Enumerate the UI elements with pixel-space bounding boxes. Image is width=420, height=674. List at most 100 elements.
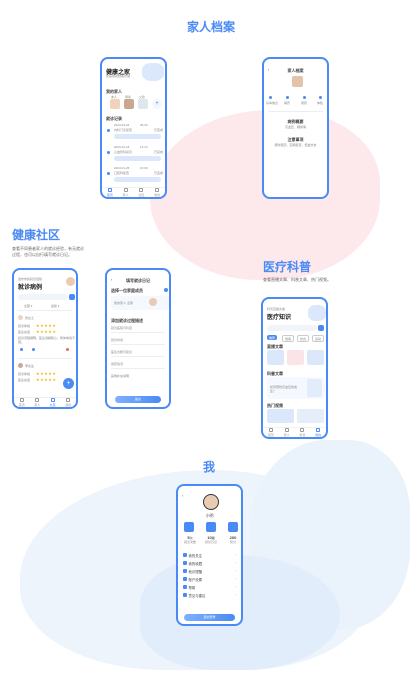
records-label: 就诊记录 (106, 116, 122, 121)
chevron-right-icon: › (234, 553, 236, 557)
avatar (292, 76, 303, 87)
search-input[interactable] (18, 294, 68, 300)
filter-dropdown[interactable]: 最新 ▾ (51, 304, 60, 308)
logout-button[interactable]: 退出登录 (184, 614, 235, 621)
menu-item-follow[interactable]: 我的关注› (183, 552, 236, 558)
avatar[interactable] (203, 494, 219, 510)
record-desc: 内科门诊复查 (114, 128, 133, 132)
search-input[interactable] (267, 325, 317, 331)
follow-icon (183, 553, 187, 557)
tab-community[interactable]: 社区 (50, 398, 56, 407)
medicine-icon[interactable] (303, 96, 306, 99)
submit-button[interactable]: 提交 (115, 396, 161, 403)
tab-science[interactable]: 科普 (299, 428, 305, 437)
record-date: 2023-03-04 (114, 123, 130, 127)
section-title-science: 医疗科普 (263, 260, 312, 274)
rating-label: 就诊体验 (18, 372, 31, 376)
tab-me[interactable]: 我的 (315, 428, 321, 437)
video-label: 热门视频 (267, 403, 283, 408)
menu-item-settings[interactable]: 账户设置› (183, 576, 236, 582)
section-title-community: 健康社区 (12, 228, 61, 242)
avatar[interactable] (110, 99, 120, 109)
record-bar[interactable] (114, 177, 161, 182)
record-time: 10:00 (140, 166, 148, 170)
info-icon[interactable] (269, 96, 272, 99)
stat-label: 积分 (229, 540, 236, 544)
back-icon[interactable]: ‹ (268, 67, 270, 72)
tab-home[interactable]: 首页 (268, 428, 274, 437)
avatar[interactable] (124, 99, 134, 109)
section-desc-science: 查看直播文章、科普文章、热门视频。 (263, 277, 331, 282)
back-icon[interactable]: ‹ (182, 493, 184, 498)
record-bar[interactable] (114, 156, 161, 161)
points-icon[interactable] (228, 522, 238, 532)
notice-title: 注意事项 (287, 137, 304, 142)
live-thumbnail[interactable] (267, 350, 284, 365)
home-icon (107, 188, 112, 192)
avatar (149, 298, 157, 306)
chevron-right-icon: › (234, 569, 236, 573)
article-label: 科普文章 (267, 371, 283, 376)
page-subtitle: 发布你的就诊经验 (18, 277, 43, 281)
live-thumbnail[interactable] (287, 350, 304, 365)
member-name: 母亲 (125, 95, 132, 99)
tab-home[interactable]: 首页 (19, 398, 25, 407)
search-icon[interactable] (69, 294, 75, 300)
form-field[interactable]: 医生诊断与建议 (111, 350, 133, 354)
form-field[interactable]: 用药情况 (111, 362, 124, 366)
category-tab[interactable]: 运动 (312, 335, 325, 342)
category-tab[interactable]: 饮食 (297, 335, 310, 342)
favorite-icon[interactable] (66, 348, 69, 351)
filter-dropdown[interactable]: 全部 ▾ (24, 304, 33, 308)
category-tab[interactable]: 推荐 (267, 335, 278, 340)
timeline-dot (107, 151, 110, 154)
menu-item-feedback[interactable]: 意见与建议› (183, 592, 236, 598)
page-subtitle: 家庭健康档案管理 (106, 74, 131, 78)
form-field[interactable]: 就诊时间 (111, 338, 124, 342)
info-icon[interactable] (164, 288, 168, 292)
form-field[interactable]: 就诊医院与科室 (111, 326, 133, 330)
divider (111, 368, 165, 369)
record-desc: 口腔科检查 (114, 171, 130, 175)
tab-family[interactable]: 家人 (34, 398, 40, 407)
add-member-button[interactable]: + (152, 99, 162, 109)
video-thumbnail[interactable] (297, 409, 324, 423)
icon-label: 体检 (317, 101, 324, 105)
menu-item-favorite[interactable]: 我的收藏› (183, 560, 236, 566)
summary-text: 高血压、糖尿病 (284, 125, 306, 129)
add-post-button[interactable]: + (63, 378, 74, 389)
rating-stars: ★★★★★ (36, 323, 57, 328)
section-title-family: 家人档案 (187, 20, 236, 34)
user-icon (66, 398, 71, 402)
tab-me[interactable]: 我的 (65, 398, 71, 407)
avatar[interactable] (138, 99, 148, 109)
divider (111, 332, 165, 333)
stat-label: 就诊次数 (183, 540, 196, 544)
tab-family[interactable]: 家人 (284, 428, 290, 437)
divider (111, 356, 165, 357)
rating-label: 医生态度 (18, 378, 31, 382)
tab-community[interactable]: 社区 (138, 188, 144, 197)
tab-home[interactable]: 首页 (107, 188, 113, 197)
page-title: 填写就诊日记 (126, 278, 150, 283)
user-icon (155, 188, 160, 192)
record-bar[interactable] (114, 134, 161, 139)
menu-item-help[interactable]: 帮助› (183, 584, 236, 590)
visits-icon[interactable] (184, 522, 194, 532)
menu-item-reminder[interactable]: 就诊提醒› (183, 568, 236, 574)
live-thumbnail[interactable] (307, 350, 324, 365)
checkup-icon[interactable] (319, 96, 322, 99)
category-tab[interactable]: 慢病 (282, 335, 295, 342)
comment-icon[interactable] (32, 348, 35, 351)
select-member-label: 选择一位家庭成员 (111, 288, 143, 293)
form-field[interactable]: 其他补充说明 (111, 374, 130, 378)
search-icon[interactable] (318, 325, 324, 331)
avatar[interactable] (66, 277, 75, 286)
record-icon[interactable] (286, 96, 289, 99)
like-icon[interactable] (20, 348, 23, 351)
tab-me[interactable]: 我的 (154, 188, 160, 197)
back-icon[interactable]: ‹ (111, 277, 113, 282)
video-thumbnail[interactable] (267, 409, 294, 423)
diary-icon[interactable] (206, 522, 216, 532)
tab-family[interactable]: 家人 (123, 188, 129, 197)
